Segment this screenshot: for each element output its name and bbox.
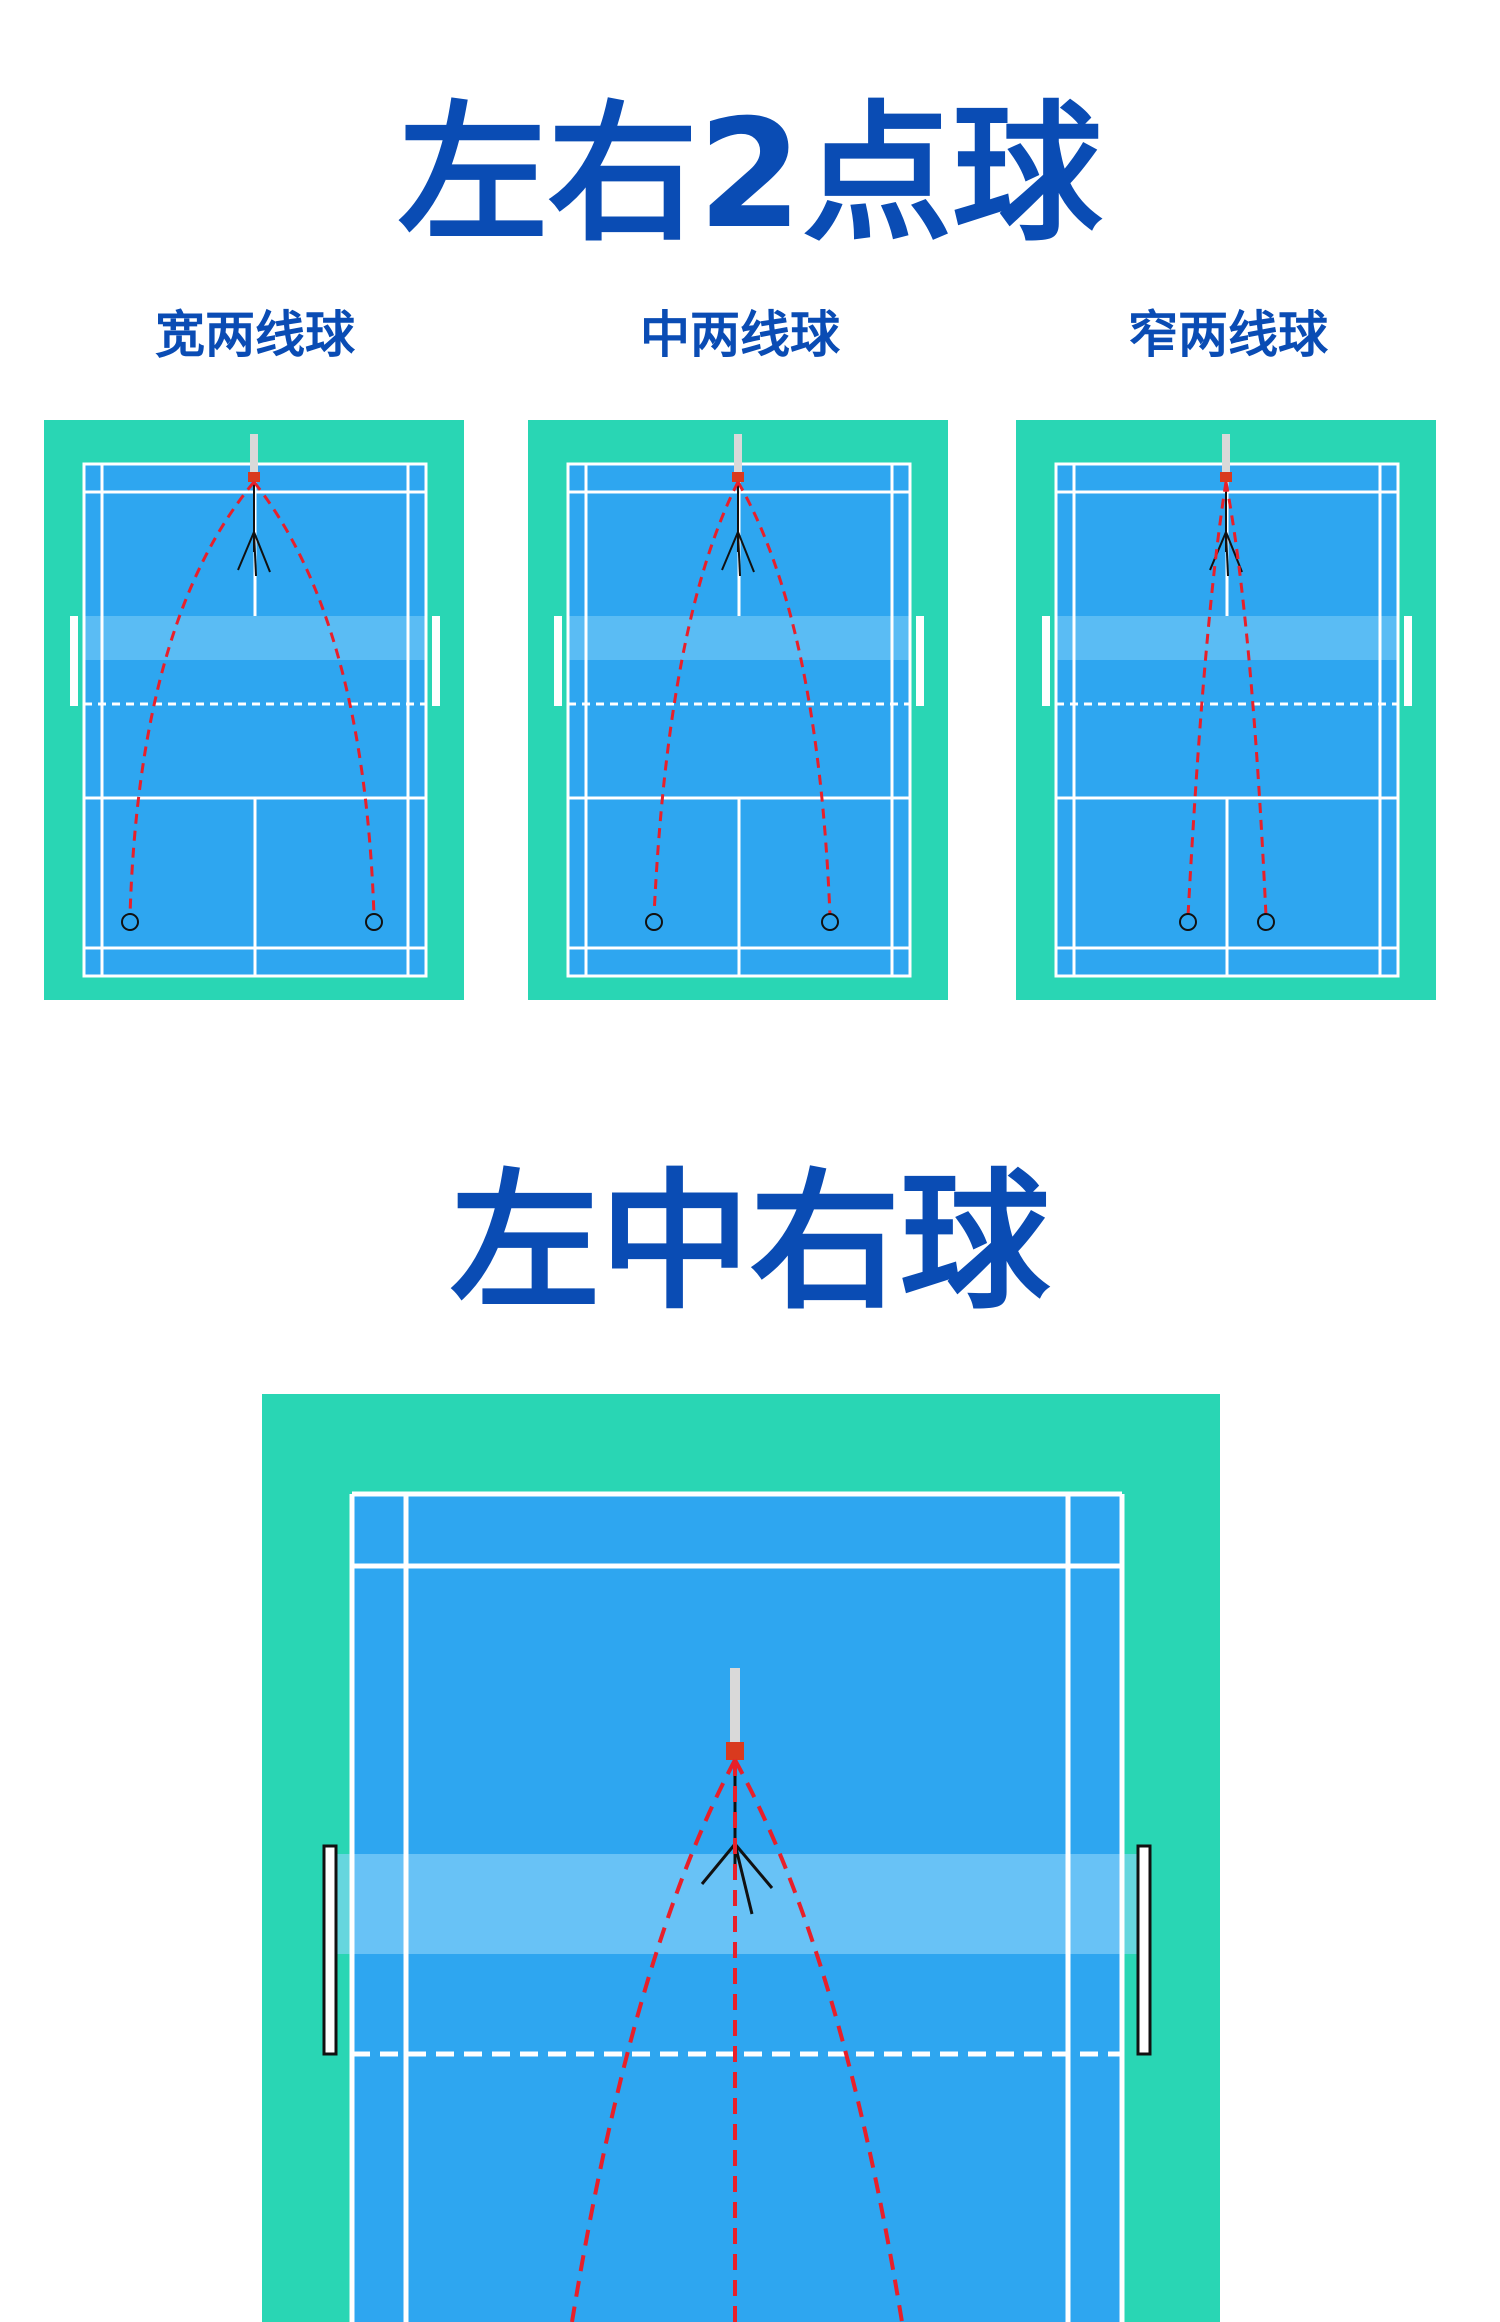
net-band: [568, 616, 910, 660]
court-label-narrow: 窄两线球: [1128, 306, 1328, 364]
trajectory: [652, 481, 832, 917]
net-post-icon: [70, 616, 440, 706]
ball-machine-icon: [732, 434, 744, 482]
net-post-icon: [554, 616, 924, 706]
net-band: [1056, 616, 1398, 660]
tripod-icon: [721, 482, 755, 577]
court-diagram-wide: [44, 420, 464, 1000]
section-title-two-point: 左右2点球: [397, 88, 1103, 262]
net-post-icon: [322, 1844, 1152, 2056]
court-label-wide: 宽两线球: [155, 306, 355, 364]
court-diagram-narrow: [1016, 420, 1436, 1000]
section-title-three-point: 左中右球: [449, 1156, 1050, 1330]
court-diagram-left-middle-right: [262, 1394, 1220, 2322]
ball-machine-icon: [726, 1668, 744, 1760]
trajectory: [1186, 481, 1268, 917]
shuttlecock-target-icon: [645, 913, 839, 931]
tripod-icon: [237, 482, 271, 577]
trajectory: [128, 481, 376, 917]
ball-machine-icon: [1220, 434, 1232, 482]
net-band: [84, 616, 426, 660]
ball-machine-icon: [248, 434, 260, 482]
court-diagram-middle: [528, 420, 948, 1000]
net-post-icon: [1042, 616, 1412, 706]
shuttlecock-target-icon: [1179, 913, 1275, 931]
court-label-middle: 中两线球: [640, 306, 840, 364]
shuttlecock-target-icon: [121, 913, 383, 931]
court-lines: [349, 1491, 1125, 2322]
trajectory: [570, 1759, 904, 2322]
